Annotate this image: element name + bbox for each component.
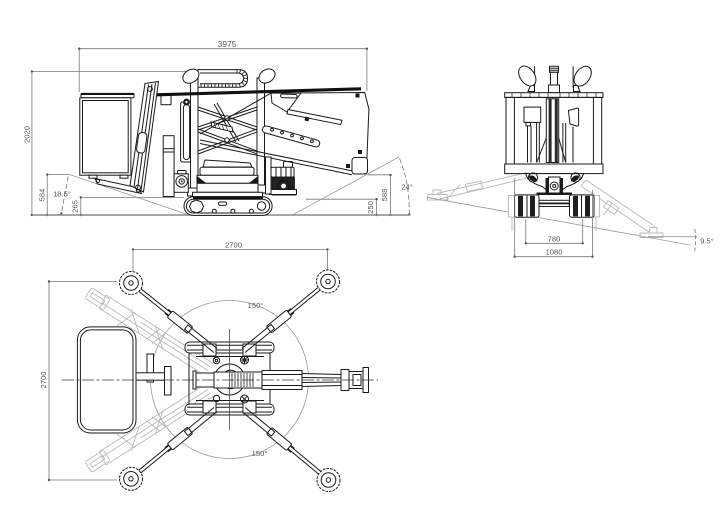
svg-text:150°: 150° [252,449,268,458]
svg-text:24°: 24° [401,183,412,192]
svg-text:250: 250 [366,201,375,214]
svg-text:9.5°: 9.5° [700,237,714,246]
svg-text:2700: 2700 [39,372,48,389]
svg-text:1080: 1080 [546,248,563,257]
svg-text:2700: 2700 [225,240,242,249]
svg-text:584: 584 [38,189,47,202]
svg-text:780: 780 [548,234,561,243]
svg-text:265: 265 [71,200,80,213]
svg-text:150°: 150° [248,301,264,310]
svg-text:18.5°: 18.5° [53,190,71,199]
svg-text:3975: 3975 [218,39,237,49]
svg-text:588: 588 [380,189,389,202]
svg-text:2020: 2020 [23,126,32,143]
